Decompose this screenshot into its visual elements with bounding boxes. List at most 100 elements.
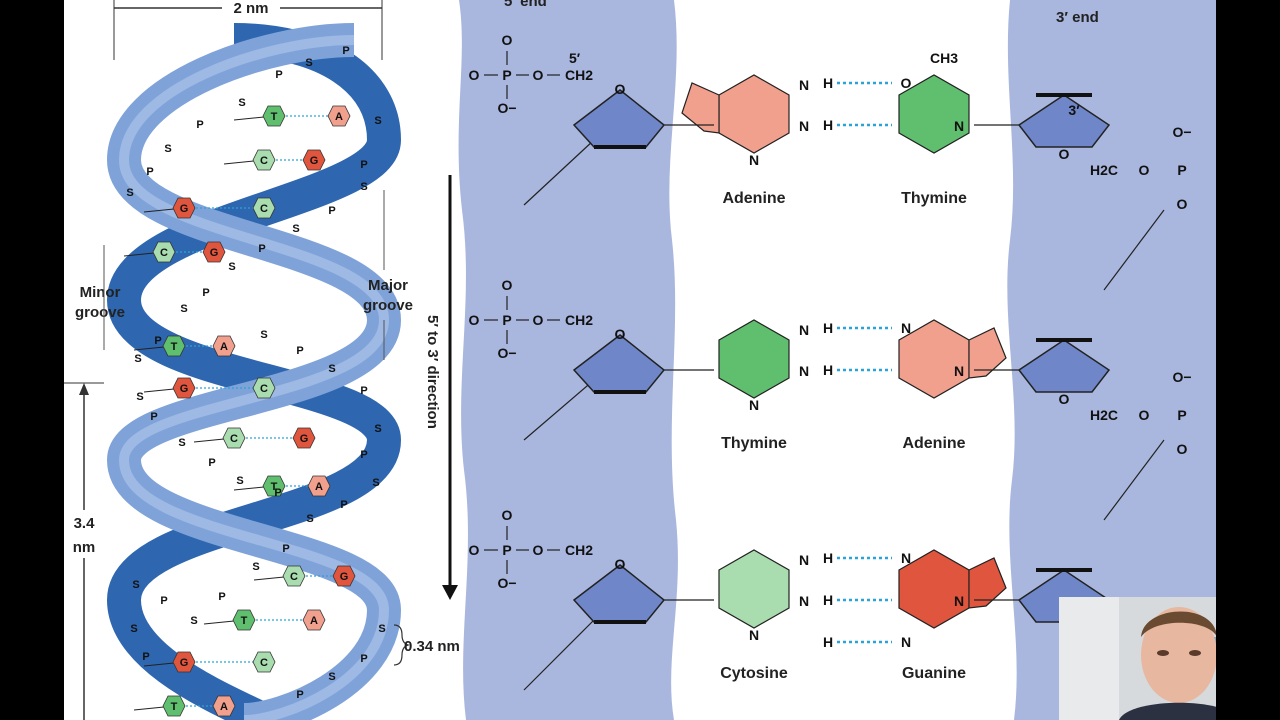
- sugar-label: S: [130, 623, 137, 635]
- atom-label: H: [823, 117, 833, 133]
- atom-label: H2C: [1090, 407, 1118, 423]
- atom-label: N: [799, 552, 809, 568]
- atom-label: N: [749, 152, 759, 168]
- atom-label: N: [901, 634, 911, 650]
- base-ring-right-fused: [968, 557, 1007, 609]
- atom-label: O: [469, 312, 480, 328]
- atom-label: N: [799, 593, 809, 609]
- base-ring-left: [718, 74, 790, 154]
- helix-strand-front-highlight: [118, 35, 390, 720]
- sugar-label: S: [252, 561, 259, 573]
- pitch-label-line2: nm: [73, 539, 96, 556]
- nucleotide-base-letter: G: [180, 383, 189, 395]
- phosphate-label: P: [274, 487, 281, 499]
- sugar-label: S: [260, 329, 267, 341]
- nucleotide-base-letter: G: [340, 571, 349, 583]
- phosphate-label: P: [328, 205, 335, 217]
- atom-label: O: [1177, 196, 1188, 212]
- base-ring-left: [718, 319, 790, 399]
- atom-label: H: [823, 634, 833, 650]
- atom-label: O: [901, 75, 912, 91]
- backbone-link-2: [523, 379, 595, 441]
- backbone-link-1: [523, 139, 595, 206]
- phosphate-label: P: [202, 287, 209, 299]
- sugar-label: S: [372, 477, 379, 489]
- atom-label: O: [469, 542, 480, 558]
- nucleotide-base-letter: A: [335, 111, 343, 123]
- sugar-label: S: [178, 437, 185, 449]
- sugar-label: S: [164, 143, 171, 155]
- atom-label: N: [901, 320, 911, 336]
- sugar-label: S: [228, 261, 235, 273]
- atom-label: N: [954, 118, 964, 134]
- three-prime-end-label: 3′ end: [1056, 9, 1099, 26]
- rise-bracket: [393, 624, 410, 666]
- atom-label: H: [823, 550, 833, 566]
- base-name-right: Adenine: [902, 435, 965, 452]
- base-ring-left: [718, 549, 790, 629]
- backbone-link-4: [1103, 209, 1165, 291]
- nucleotide-base-hexagon: [172, 377, 196, 399]
- hydrogen-bonds: HOHO: [823, 75, 912, 133]
- five-prime-label: 5′: [569, 50, 581, 66]
- methyl-group: CH3: [930, 50, 958, 66]
- nucleotide-base-hexagon: [262, 105, 286, 127]
- nucleotide-base-letter: G: [180, 657, 189, 669]
- sugar-label: S: [328, 671, 335, 683]
- atom-label: O: [502, 277, 513, 293]
- nucleotide-base-letter: G: [180, 203, 189, 215]
- phosphate-label: P: [360, 159, 367, 171]
- nucleotide-base-letter: A: [220, 341, 228, 353]
- pitch-label-bg: [68, 510, 102, 558]
- nucleotide-base-hexagon: [222, 427, 246, 449]
- base-name-left: Cytosine: [720, 665, 788, 682]
- base-name-right: Thymine: [901, 190, 967, 207]
- nucleotide-base-hexagon: [172, 651, 196, 673]
- sugar-label: S: [238, 97, 245, 109]
- base-name-left: Thymine: [721, 435, 787, 452]
- sugar-label: S: [236, 475, 243, 487]
- backbone-links: [523, 139, 1165, 691]
- deoxyribose-sugar-right: [1017, 94, 1111, 148]
- phosphate-label: P: [154, 335, 161, 347]
- atom-label: P: [502, 542, 511, 558]
- minor-groove-line2: groove: [75, 304, 125, 321]
- nucleotide-base-hexagon: [162, 335, 186, 357]
- nucleotide-base-hexagon: [252, 197, 276, 219]
- nucleotide-base-letter: G: [300, 433, 309, 445]
- backbone-labels: PSPSPSSPSPSPSPSPSPSSPSPSPSPSPSPSPSSPSPSP…: [126, 45, 385, 701]
- nucleotide-base-letter: A: [310, 615, 318, 627]
- phosphate-label: P: [150, 411, 157, 423]
- phosphate-label: P: [196, 119, 203, 131]
- direction-label: 5′ to 3′ direction: [424, 315, 441, 429]
- nucleotide-base-hexagon: [212, 335, 236, 357]
- atom-label: O: [533, 312, 544, 328]
- atom-label: H: [823, 592, 833, 608]
- nucleotide-base-letter: C: [290, 571, 298, 583]
- nucleotide-base-letter: A: [315, 481, 323, 493]
- atom-label: N: [799, 77, 809, 93]
- deoxyribose-sugar-left: [572, 564, 666, 623]
- phosphate-label: P: [342, 45, 349, 57]
- atom-label: O−: [1172, 124, 1191, 140]
- nucleotide-base-hexagon: [332, 565, 356, 587]
- sugar-label: S: [378, 623, 385, 635]
- nucleotide-base-hexagon: [302, 609, 326, 631]
- nucleotide-base-hexagon: [172, 197, 196, 219]
- five-prime-end-label: 5′ end: [504, 0, 547, 10]
- atom-label: O: [502, 507, 513, 523]
- nucleotide-base-hexagon: [202, 241, 226, 263]
